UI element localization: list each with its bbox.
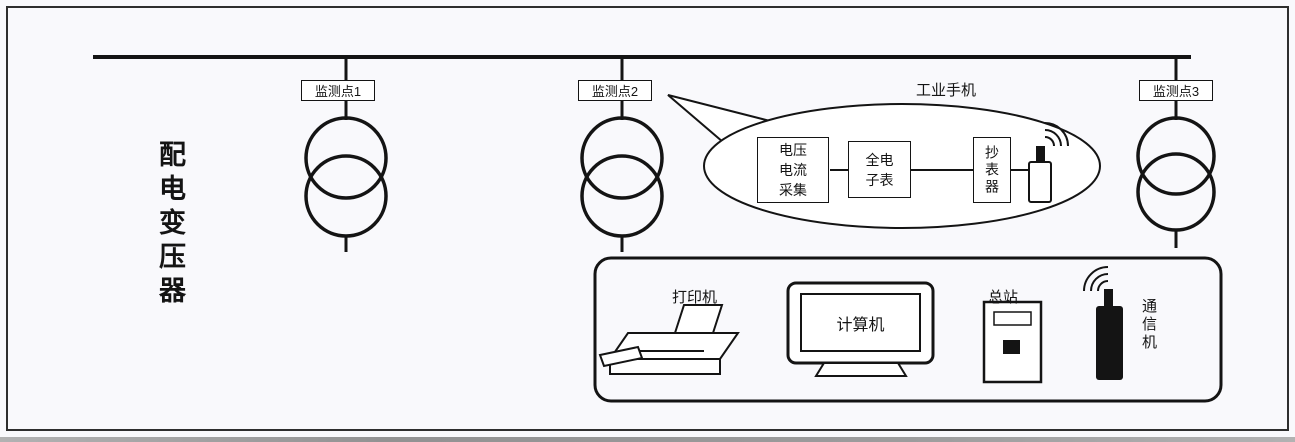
transformer-1-icon — [304, 57, 388, 252]
master-station-label: 总站 — [988, 289, 1019, 306]
computer-monitor-icon — [786, 281, 935, 377]
monitor-point-1-label: 监测点1 — [301, 80, 375, 101]
meter-reader-box: 抄表器 — [973, 137, 1011, 203]
electronic-meter-label: 全电子表 — [865, 151, 894, 188]
monitor-point-3-label: 监测点3 — [1139, 80, 1213, 101]
comm-device-icon — [1096, 289, 1123, 380]
voltage-current-acquisition-label: 电压电流采集 — [779, 142, 807, 198]
wireless-signal-icon — [1044, 122, 1069, 147]
distribution-transformer-title: 配电变压器 — [155, 140, 185, 310]
meter-reader-label: 抄表器 — [984, 144, 1000, 196]
printer-icon — [598, 304, 740, 375]
page-edge-shadow — [0, 437, 1295, 442]
printer-label: 打印机 — [672, 289, 718, 306]
industrial-phone-title: 工业手机 — [916, 82, 977, 99]
comm-wireless-signal-icon — [1083, 266, 1109, 292]
handheld-reader-icon — [1028, 146, 1052, 203]
electronic-meter-box: 全电子表 — [848, 141, 911, 198]
voltage-current-acquisition-box: 电压电流采集 — [757, 137, 829, 203]
master-station-icon — [982, 300, 1043, 384]
transformer-3-icon — [1136, 57, 1216, 248]
computer-label: 计算机 — [836, 316, 885, 334]
station-panel-border — [593, 256, 1223, 403]
comm-unit-label: 通信机 — [1140, 298, 1157, 352]
monitor-point-2-label: 监测点2 — [578, 80, 652, 101]
